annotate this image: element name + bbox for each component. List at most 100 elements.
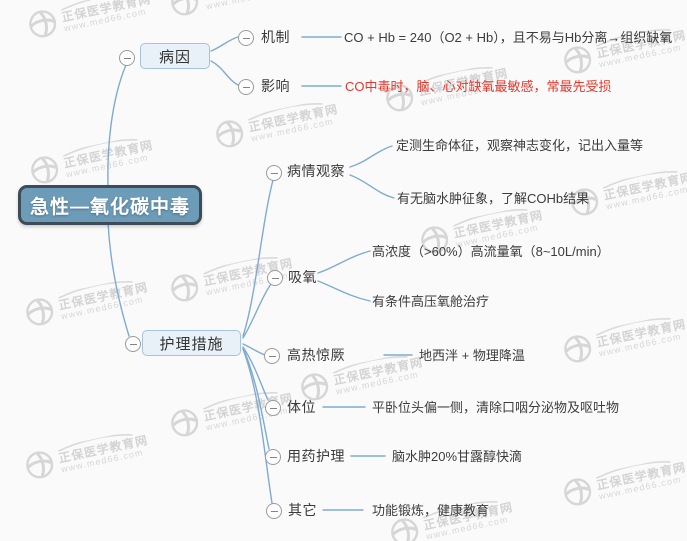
collapse-minus-icon[interactable] — [265, 400, 281, 416]
link-huli-yongyao — [242, 347, 270, 450]
med66-logo-icon — [29, 10, 57, 38]
watermark-url: www.med66.com — [249, 115, 335, 144]
watermark-url: www.med66.com — [204, 404, 290, 433]
leaf-xiyang-1[interactable]: 高浓度（>60%）高流量氧（8~10L/min） — [372, 244, 610, 259]
med66-logo-icon — [564, 478, 592, 506]
watermark-url: www.med66.com — [59, 293, 145, 322]
link-xiyang-leaf2 — [317, 280, 371, 302]
watermark-text: 正保医学教育网 www.med66.com — [601, 165, 687, 211]
watermark-sitename: 正保医学教育网 — [452, 207, 545, 241]
topic-qita[interactable]: 其它 — [288, 502, 317, 518]
med66-logo-icon — [171, 274, 199, 302]
collapse-minus-icon[interactable] — [267, 270, 283, 286]
watermark-arc — [602, 171, 678, 189]
watermark-sitename: 正保医学教育网 — [602, 169, 687, 203]
watermark-text: 正保医学教育网 www.med66.com — [56, 275, 151, 321]
watermark-url: www.med66.com — [59, 446, 145, 475]
leaf-qita[interactable]: 功能锻炼，健康教育 — [372, 503, 490, 518]
topic-yingxiang[interactable]: 影响 — [261, 78, 290, 94]
watermark-sitename: 正保医学教育网 — [332, 354, 425, 388]
watermark-url: www.med66.com — [204, 269, 290, 298]
watermark-text: 正保医学教育网 www.med66.com — [594, 312, 687, 358]
topic-gaore[interactable]: 高热惊厥 — [287, 347, 345, 363]
watermark: 正保医学教育网 www.med66.com — [167, 0, 296, 20]
watermark-url: www.med66.com — [604, 183, 687, 212]
topic-xiyang[interactable]: 吸氧 — [288, 269, 317, 285]
watermark-text: 正保医学教育网 www.med66.com — [59, 0, 154, 33]
link-bingyin-yingxiang — [210, 60, 239, 86]
med66-logo-icon — [26, 298, 54, 326]
watermark-text: 正保医学教育网 www.med66.com — [201, 0, 296, 11]
watermark-sitename: 正保医学教育网 — [62, 137, 155, 171]
link-huli-guancha — [242, 179, 274, 337]
watermark-arc — [595, 318, 671, 336]
watermark-url: www.med66.com — [597, 473, 683, 502]
root-node[interactable]: 急性—氧化碳中毒 — [18, 185, 202, 225]
watermark-text: 正保医学教育网 www.med66.com — [201, 386, 296, 432]
watermark: 正保医学教育网 www.med66.com — [212, 96, 341, 152]
branch-node-huli[interactable]: 护理措施 — [142, 330, 241, 356]
watermark-text: 正保医学教育网 www.med66.com — [246, 97, 341, 143]
watermark-sitename: 正保医学教育网 — [202, 0, 294, 3]
watermark-arc — [60, 0, 136, 11]
collapse-minus-icon[interactable] — [238, 79, 254, 95]
collapse-minus-icon[interactable] — [119, 50, 135, 66]
watermark: 正保医学教育网 www.med66.com — [22, 274, 151, 330]
link-root-huli — [107, 221, 130, 337]
collapse-minus-icon[interactable] — [266, 503, 282, 519]
leaf-tiwei[interactable]: 平卧位头偏一侧，清除口咽分泌物及呕吐物 — [372, 400, 620, 415]
collapse-minus-icon[interactable] — [125, 336, 141, 352]
leaf-jizhi[interactable]: CO + Hb = 240（O2 + Hb），且不易与Hb分离→组织缺氧 — [344, 30, 673, 45]
link-root-bingyin — [107, 64, 127, 186]
link-huli-xiyang — [242, 283, 272, 339]
leaf-gaore[interactable]: 地西泮 + 物理降温 — [419, 348, 525, 363]
topic-jizhi[interactable]: 机制 — [261, 29, 290, 45]
watermark-text: 正保医学教育网 www.med66.com — [56, 428, 151, 474]
med66-logo-icon — [564, 335, 592, 363]
collapse-minus-icon[interactable] — [266, 165, 282, 181]
leaf-xiyang-2[interactable]: 有条件高压氧舱治疗 — [372, 294, 490, 309]
collapse-minus-icon[interactable] — [238, 30, 254, 46]
leaf-yongyao[interactable]: 脑水肿20%甘露醇快滴 — [392, 449, 523, 464]
med66-logo-icon — [31, 156, 59, 184]
leaf-guancha-1[interactable]: 定测生命体征，观察神志变化，记出入量等 — [396, 138, 644, 153]
watermark: 正保医学教育网 www.med66.com — [25, 0, 154, 42]
watermark-sitename: 正保医学教育网 — [60, 0, 153, 25]
collapse-minus-icon[interactable] — [264, 348, 280, 364]
watermark-text: 正保医学教育网 www.med66.com — [594, 455, 687, 501]
watermark-sitename: 正保医学教育网 — [595, 459, 687, 493]
link-huli-qita — [242, 348, 273, 504]
med66-logo-icon — [564, 46, 592, 74]
watermark-url: www.med66.com — [205, 0, 296, 11]
link-xiyang-leaf1 — [317, 250, 371, 274]
watermark-arc — [57, 434, 133, 452]
link-bingyin-jizhi — [210, 36, 239, 52]
collapse-minus-icon[interactable] — [265, 449, 281, 465]
topic-guancha[interactable]: 病情观察 — [287, 163, 345, 179]
med66-logo-icon — [171, 409, 199, 437]
watermark-url: www.med66.com — [62, 5, 148, 34]
leaf-yingxiang-warning[interactable]: CO中毒时，脑、心对缺氧最敏感，常最先受损 — [345, 79, 612, 94]
watermark-url: www.med66.com — [334, 368, 420, 397]
watermark-sitename: 正保医学教育网 — [595, 316, 687, 350]
link-guancha-leaf1 — [349, 145, 393, 168]
watermark-text: 正保医学教育网 www.med66.com — [61, 133, 156, 179]
watermark-sitename: 正保医学教育网 — [247, 101, 340, 135]
link-guancha-leaf2 — [349, 174, 395, 199]
watermark: 正保医学教育网 www.med66.com — [560, 454, 687, 510]
watermark-sitename: 正保医学教育网 — [57, 279, 150, 313]
watermark-arc — [57, 281, 133, 299]
topic-tiwei[interactable]: 体位 — [287, 399, 316, 415]
watermark-arc — [452, 209, 528, 227]
watermark-arc — [202, 257, 278, 275]
watermark-url: www.med66.com — [64, 151, 150, 180]
leaf-guancha-2[interactable]: 有无脑水肿征象，了解COHb结果 — [397, 191, 590, 206]
watermark-text: 正保医学教育网 www.med66.com — [331, 350, 426, 396]
watermark-arc — [62, 139, 138, 157]
med66-logo-icon — [171, 0, 199, 16]
branch-node-bingyin[interactable]: 病因 — [140, 43, 210, 69]
topic-yongyao[interactable]: 用药护理 — [287, 448, 345, 464]
watermark-arc — [595, 461, 671, 479]
watermark-sitename: 正保医学教育网 — [57, 432, 150, 466]
